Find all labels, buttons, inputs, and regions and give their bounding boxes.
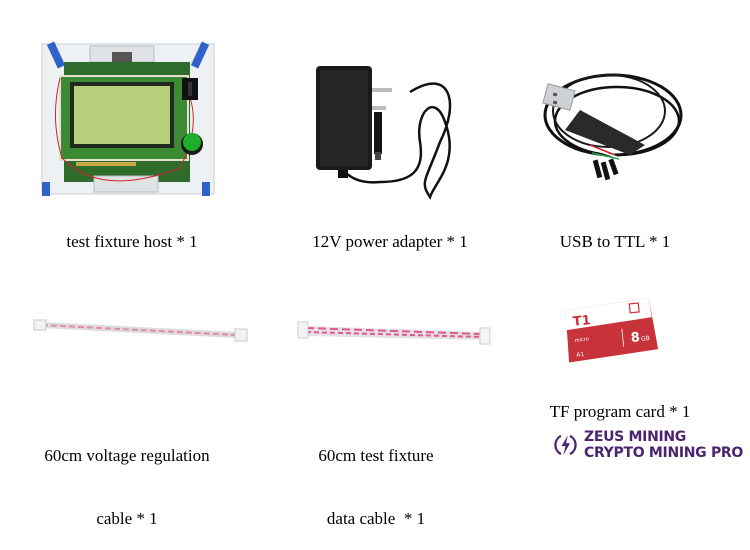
caption-tf-card: TF program card * 1	[549, 402, 691, 421]
tf-card-image: T1 8 GB micro A1	[560, 297, 662, 364]
test-fixture-host-photo	[41, 41, 215, 196]
tf-card-photo: T1 8 GB micro A1	[565, 297, 659, 363]
svg-text:GB: GB	[641, 335, 650, 343]
svg-text:A1: A1	[576, 351, 585, 359]
caption-usb-ttl: USB to TTL * 1	[559, 232, 671, 251]
test-fixture-host-image	[40, 38, 216, 196]
svg-text:micro: micro	[575, 336, 590, 343]
usb-ttl-cable-photo	[542, 73, 683, 181]
voltage-regulation-cable-photo	[33, 319, 248, 342]
caption-line-1: 60cm voltage regulation	[44, 446, 210, 465]
power-adapter-image	[310, 62, 460, 202]
caption-line-2: cable * 1	[96, 509, 158, 528]
caption-voltage-regulation-cable: 60cm voltage regulation cable * 1	[22, 403, 232, 550]
caption-data-cable: 60cm test fixture data cable * 1	[296, 403, 456, 550]
logo-text: ZEUS MINING CRYPTO MINING PRO	[584, 429, 743, 461]
logo-line-2: CRYPTO MINING PRO	[583, 445, 743, 461]
voltage-regulation-cable-image	[32, 315, 248, 345]
data-cable-image	[296, 318, 492, 348]
caption-power-adapter: 12V power adapter * 1	[312, 232, 468, 251]
caption-line-2: data cable * 1	[326, 509, 426, 528]
card-label: T1	[572, 313, 591, 330]
caption-line-1: 60cm test fixture	[318, 446, 434, 465]
zeus-mining-logo: ZEUS MINING CRYPTO MINING PRO	[553, 420, 743, 470]
power-adapter-photo	[316, 66, 452, 200]
data-cable-photo	[297, 321, 491, 345]
lightning-bolt-icon	[554, 434, 577, 456]
caption-test-fixture-host: test fixture host * 1	[66, 232, 198, 251]
svg-text:8: 8	[630, 330, 641, 346]
logo-line-1: ZEUS MINING	[583, 429, 686, 445]
usb-ttl-image	[535, 65, 685, 195]
